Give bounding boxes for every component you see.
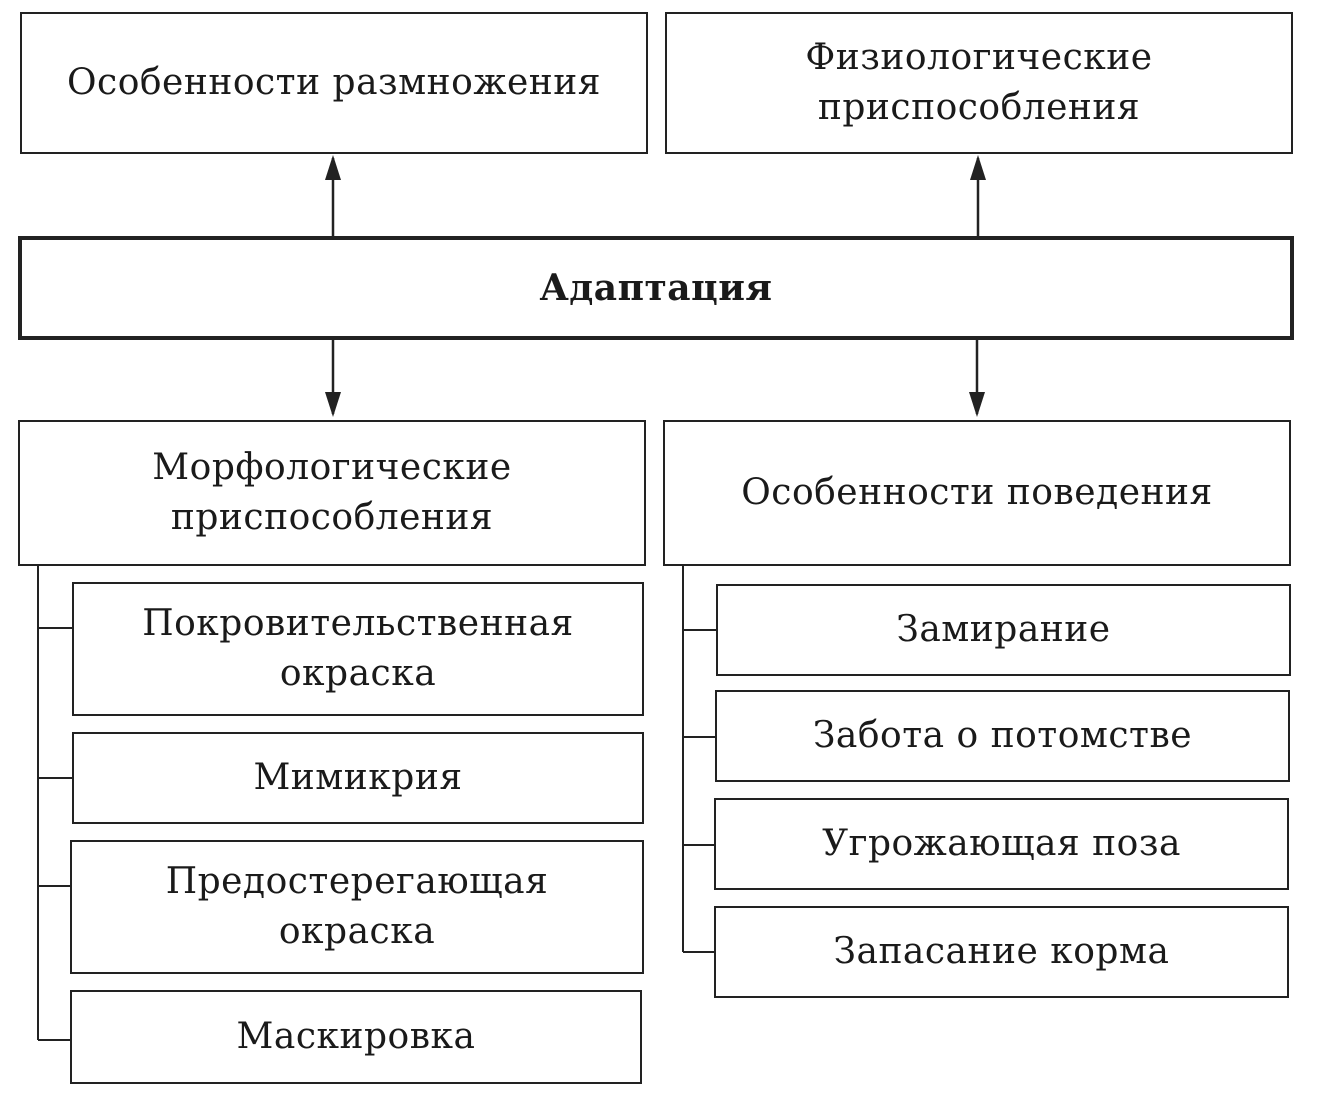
behavior-label: Особенности поведения xyxy=(741,472,1213,513)
adaptation-box: Адаптация xyxy=(18,236,1294,340)
threat-pose-box: Угрожающая поза xyxy=(714,798,1289,890)
mimicry-label: Мимикрия xyxy=(253,757,463,798)
adaptation-label: Адаптация xyxy=(539,267,773,309)
offspring-care-label: Забота о потомстве xyxy=(812,715,1193,756)
food-storage-box: Запасание корма xyxy=(714,906,1289,998)
threat-pose-label: Угрожающая поза xyxy=(822,823,1181,864)
physiological-label-line2: приспособления xyxy=(817,87,1141,128)
behavior-box: Особенности поведения xyxy=(663,420,1291,566)
mimicry-box: Мимикрия xyxy=(72,732,644,824)
protective-coloring-line1: Покровительственная xyxy=(142,603,574,644)
morphological-label-line1: Морфологические xyxy=(152,447,512,488)
warning-coloring-box: Предостерегающая окраска xyxy=(70,840,644,974)
arrowhead-down-right xyxy=(969,392,985,417)
protective-coloring-box: Покровительственная окраска xyxy=(72,582,644,716)
morphological-box: Морфологические приспособления xyxy=(18,420,646,566)
warning-coloring-line1: Предостерегающая xyxy=(165,861,549,902)
offspring-care-box: Забота о потомстве xyxy=(715,690,1290,782)
warning-coloring-line2: окраска xyxy=(278,911,436,952)
arrowhead-down-left xyxy=(325,392,341,417)
physiological-box: Физиологические приспособления xyxy=(665,12,1293,154)
morphological-label-line2: приспособления xyxy=(170,497,494,538)
protective-coloring-line2: окраска xyxy=(279,653,437,694)
arrowhead-up-left xyxy=(325,155,341,180)
camouflage-box: Маскировка xyxy=(70,990,642,1084)
reproduction-box: Особенности размножения xyxy=(20,12,648,154)
camouflage-label: Маскировка xyxy=(236,1016,476,1057)
reproduction-label: Особенности размножения xyxy=(67,62,601,103)
food-storage-label: Запасание корма xyxy=(833,931,1170,972)
freezing-label: Замирание xyxy=(896,609,1111,650)
freezing-box: Замирание xyxy=(716,584,1291,676)
arrowhead-up-right xyxy=(970,155,986,180)
physiological-label-line1: Физиологические xyxy=(805,37,1153,78)
